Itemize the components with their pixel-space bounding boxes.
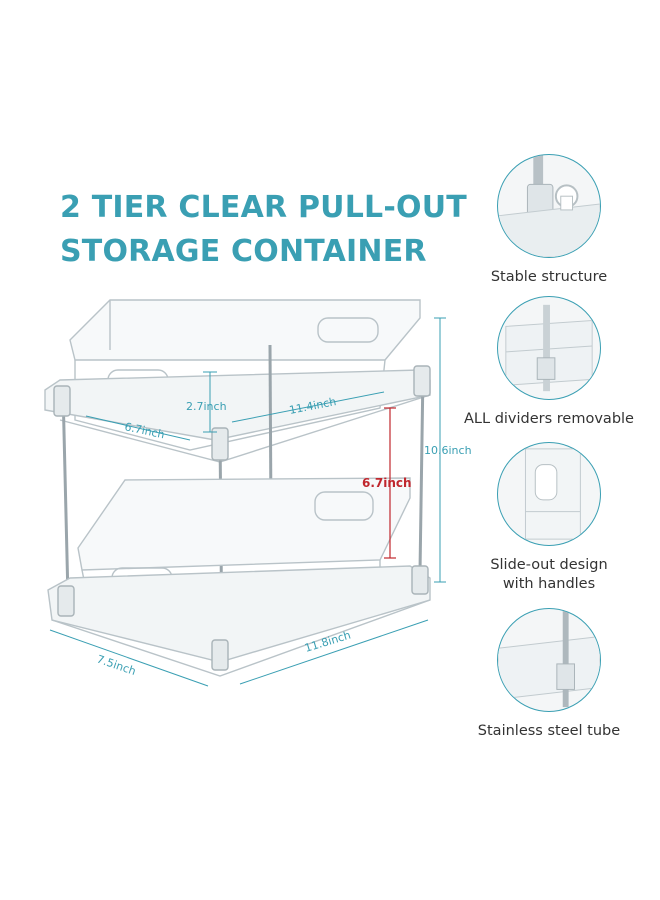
dim-base-width: 7.5inch [95,653,138,678]
divider-detail-icon [497,296,601,400]
feature-label-stable-structure: Stable structure [490,269,608,285]
title-line-2: STORAGE CONTAINER [60,234,427,269]
handle-detail-icon [497,442,601,546]
organizer-drawing [44,299,431,677]
dim-total-height: 10.6inch [424,444,472,457]
tier-gap-line [384,407,396,559]
feature-steel-tube: Stainless steel tube [454,608,644,741]
feature-label-slide-out: Slide-out design with handles [490,557,608,592]
feature-label-steel-tube: Stainless steel tube [477,723,621,739]
feature-slide-out: Slide-out design with handles [454,442,644,594]
feature-label-dividers-removable: ALL dividers removable [464,411,634,427]
page-title: 2 TIER CLEAR PULL-OUT STORAGE CONTAINER [60,186,467,274]
feature-stable-structure: Stable structure [454,154,644,287]
connector-detail-icon [497,154,601,258]
dimension-lines [49,317,446,687]
dim-tier-gap: 6.7inch [362,476,412,490]
title-line-1: 2 TIER CLEAR PULL-OUT [60,190,467,225]
steel-tube-detail-icon [497,608,601,712]
dim-height-inner: 2.7inch [186,400,227,413]
feature-dividers-removable: ALL dividers removable [454,296,644,429]
